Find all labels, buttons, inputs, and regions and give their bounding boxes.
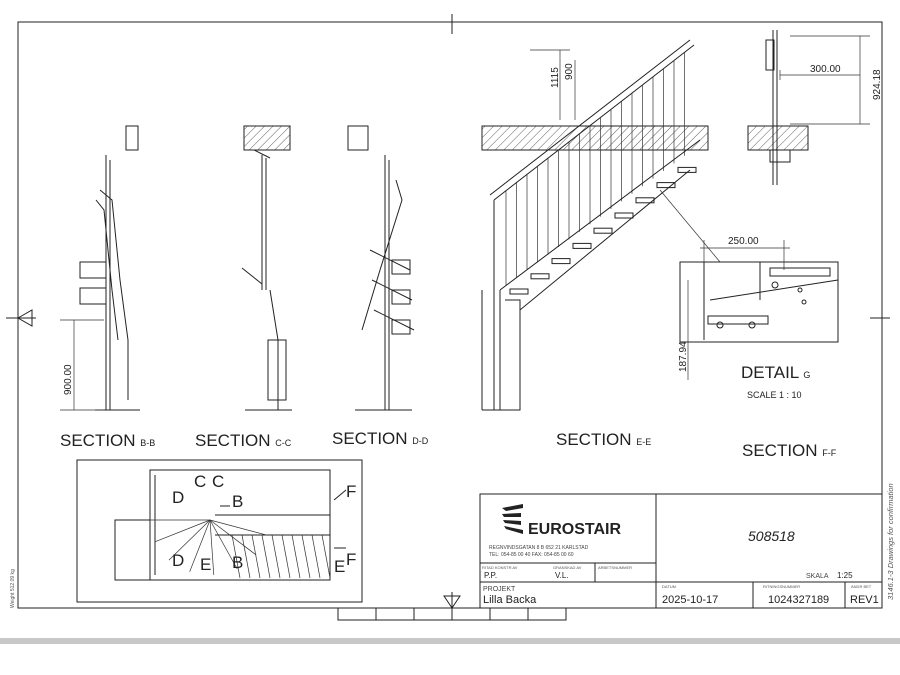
revision: REV1 [850, 594, 879, 606]
detail-g-view [659, 189, 839, 380]
plan-tread [311, 534, 321, 579]
tread [572, 242, 592, 249]
section-d-d-view [347, 125, 415, 411]
plan-tread [321, 534, 331, 579]
section-c-c-label: SECTION C-C [195, 431, 292, 450]
scale-label: SKALA [806, 573, 829, 580]
revision-label: ÄNDR BET [851, 584, 872, 589]
section-e-e-label: SECTION E-E [556, 430, 651, 449]
project-label: PROJEKT [483, 586, 516, 593]
drawing-number: 1024327189 [768, 594, 829, 606]
drawn-by-label: RITAD KONSTR AV [482, 565, 518, 570]
date-value: 2025-10-17 [662, 594, 718, 606]
dim-900: 900 [564, 63, 575, 80]
section-b-b-label: SECTION B-B [60, 431, 155, 450]
plan-label-d1: D [172, 488, 184, 507]
plan-tread [291, 534, 301, 579]
plan-winder-tread [154, 519, 211, 543]
plan-winder-tread [168, 519, 211, 561]
plan-winder-tread [209, 519, 215, 575]
tread [551, 258, 571, 265]
plan-tread [261, 534, 271, 579]
date-label: DATUM [662, 584, 676, 589]
plan-label-b2: B [232, 553, 243, 572]
plan-tread [251, 534, 261, 579]
scale-value: 1:25 [837, 571, 853, 580]
plan-tread [241, 534, 251, 579]
company-name: EUROSTAIR [528, 521, 621, 538]
section-e-e-view [481, 39, 709, 411]
company-address: REGNVINDSGATAN 8 B 652 21 KARLSTAD [489, 545, 589, 551]
dim-250: 250.00 [728, 236, 759, 247]
project-name: Lilla Backa [483, 594, 537, 606]
plan-label-d2: D [172, 551, 184, 570]
company-phone: TEL: 054-85 00 40 FAX: 054-85 00 60 [489, 552, 574, 558]
plan-winder-tread [209, 519, 238, 570]
section-f-f-label: SECTION F-F [742, 441, 837, 460]
plan-label-e1: E [200, 555, 211, 574]
section-b-b-view [60, 125, 140, 411]
tread [656, 182, 676, 189]
side-note: 3146.1-3 Drawings for confirmation [886, 483, 895, 600]
checked-by-label: GRANSKAD AV [553, 565, 582, 570]
title-block: EUROSTAIR REGNVINDSGATAN 8 B 652 21 KARL… [479, 493, 883, 609]
drawn-by: P.P. [484, 571, 497, 580]
plan-view [76, 459, 363, 603]
plan-label-c2: C [212, 472, 224, 491]
eurostair-logo-icon [502, 504, 523, 534]
plan-label-e2: E [334, 557, 345, 576]
plan-tread [301, 534, 311, 579]
plan-winder-tread [209, 519, 257, 556]
detail-g-label: DETAIL G [741, 363, 810, 382]
plan-tread [271, 534, 281, 579]
dim-924: 924.18 [872, 69, 883, 100]
detail-g-scale: SCALE 1 : 10 [747, 390, 802, 400]
center-mark-bottom [443, 592, 461, 620]
plan-tread [231, 534, 241, 579]
section-f-f-view [747, 30, 870, 185]
tread [509, 288, 529, 295]
plan-label-c1: C [194, 472, 206, 491]
job-number-label: ARBETSNUMMER [598, 565, 632, 570]
section-d-d-label: SECTION D-D [332, 429, 429, 448]
order-number: 508518 [748, 528, 795, 544]
tread [677, 166, 697, 173]
plan-tread [281, 534, 291, 579]
weight-note: Weight 512.09 kg [10, 569, 16, 608]
bottom-ruler [337, 607, 567, 621]
section-c-c-view [241, 125, 292, 411]
plan-label-f2: F [346, 550, 356, 569]
dim-187: 187.94 [678, 341, 689, 372]
tread [635, 197, 655, 204]
tread [593, 227, 613, 234]
checked-by: V.L. [555, 571, 569, 580]
center-mark-left [6, 309, 36, 327]
tread [530, 273, 550, 280]
plan-winder-tread [209, 519, 268, 536]
drawing-number-label: RITNINGSNUMMER [763, 584, 800, 589]
dim-300: 300.00 [810, 64, 841, 75]
tread [614, 212, 634, 219]
page-gap-bar [0, 638, 900, 644]
dim-1115: 1115 [550, 67, 561, 88]
plan-label-b1: B [232, 492, 243, 511]
dim-900-b: 900.00 [63, 364, 74, 395]
plan-label-f1: F [346, 482, 356, 501]
plan-winder-tread [189, 519, 211, 572]
